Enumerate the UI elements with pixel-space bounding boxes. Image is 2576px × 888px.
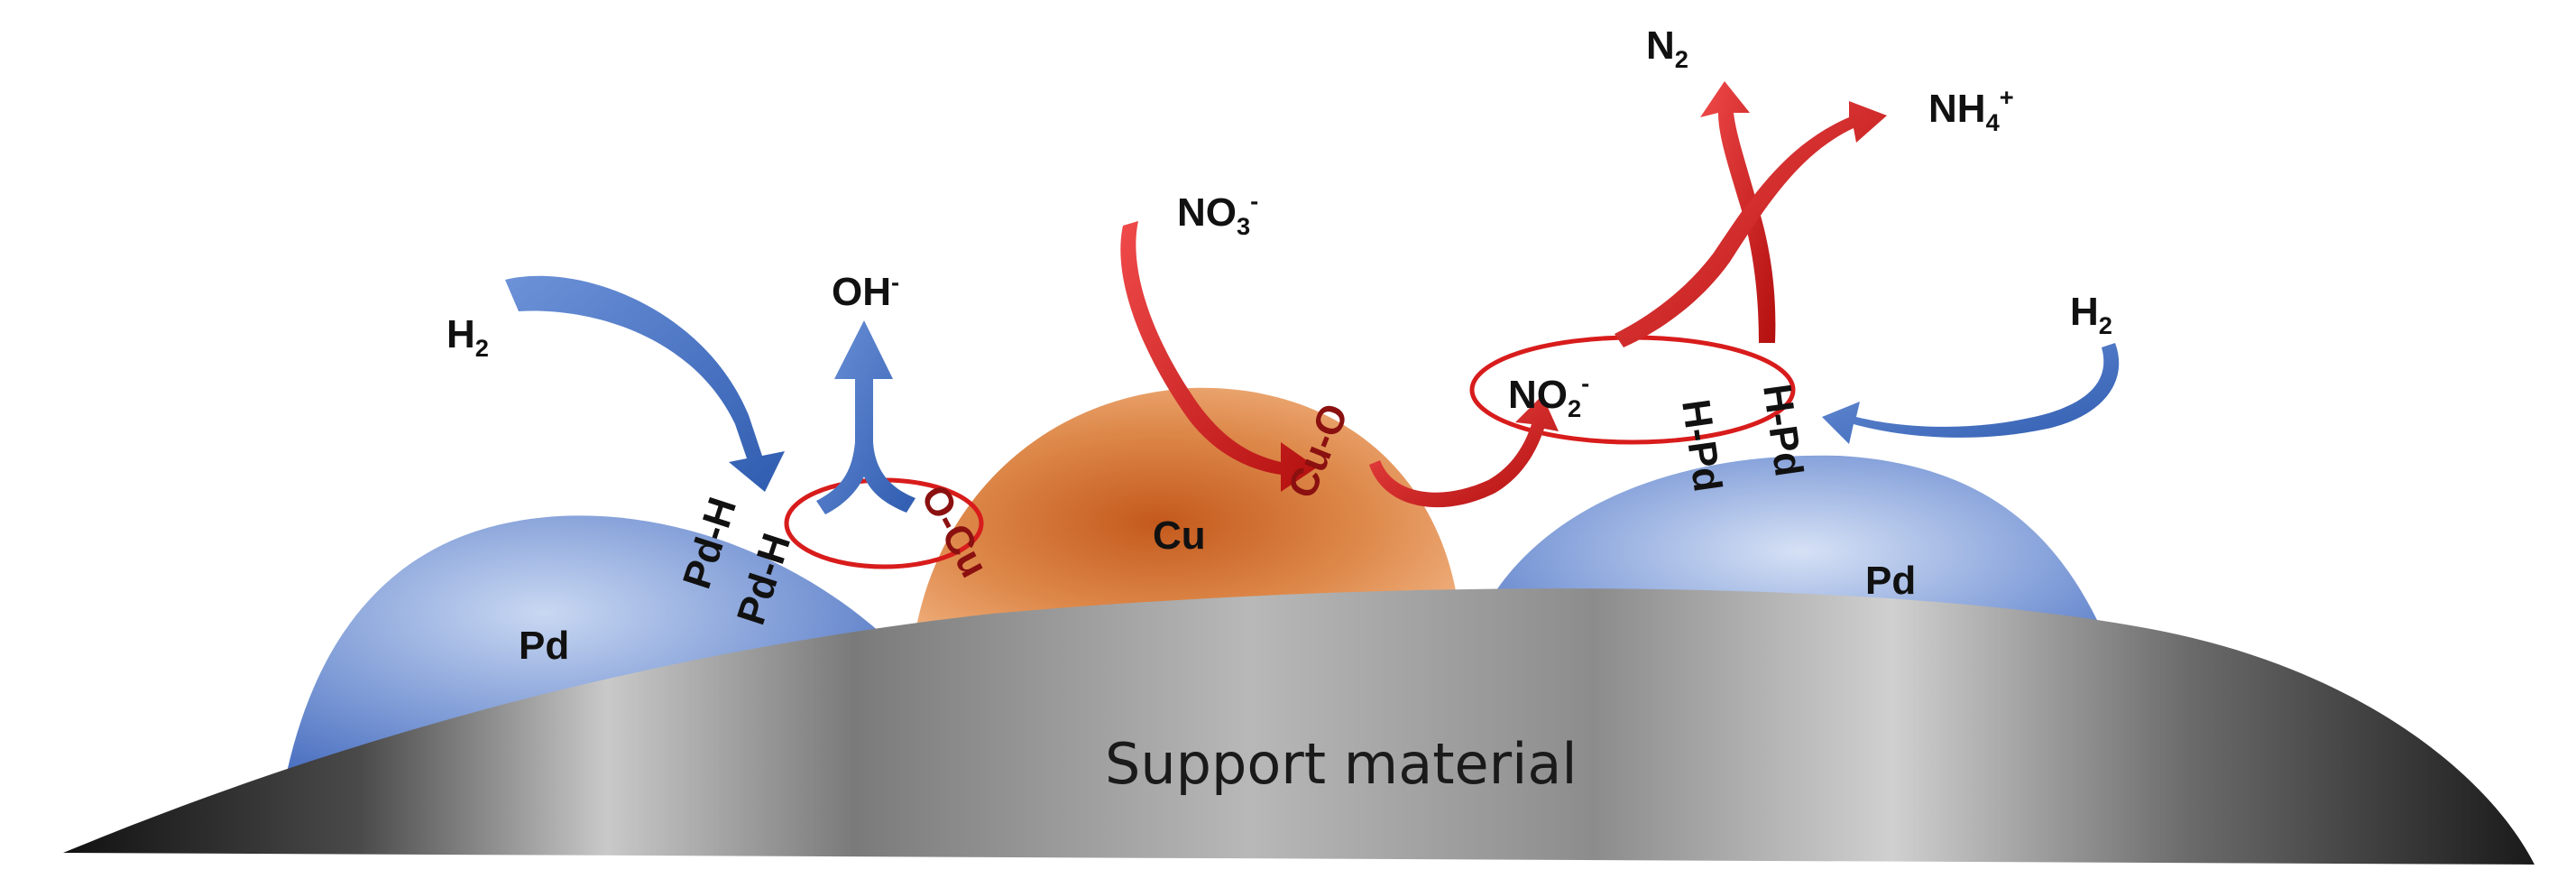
pd-left-label: Pd	[519, 624, 569, 668]
cu-label: Cu	[1153, 513, 1206, 558]
support-material	[63, 588, 2535, 865]
pd-right-label: Pd	[1865, 559, 1916, 603]
arrow-h2-right-to-pd	[1822, 343, 2120, 444]
arrow-no3-to-cu	[1120, 221, 1317, 492]
arrow-to-nh4	[1615, 101, 1887, 347]
nh4-label: NH4+	[1928, 83, 2014, 136]
arrow-oh-release	[816, 320, 915, 514]
arrow-to-n2	[1700, 81, 1776, 343]
no2-label: NO2-	[1508, 369, 1589, 422]
arrow-cu-to-no2	[1369, 395, 1559, 508]
n2-label: N2	[1646, 23, 1688, 73]
arrow-h2-left-to-pd	[505, 275, 785, 492]
h2-right-label: H2	[2070, 290, 2112, 339]
no3-label: NO3-	[1177, 187, 1258, 240]
cu-particle	[915, 387, 1457, 632]
support-label: Support material	[1105, 731, 1578, 797]
oh-label: OH-	[832, 268, 899, 314]
h2-left-label: H2	[446, 312, 489, 362]
